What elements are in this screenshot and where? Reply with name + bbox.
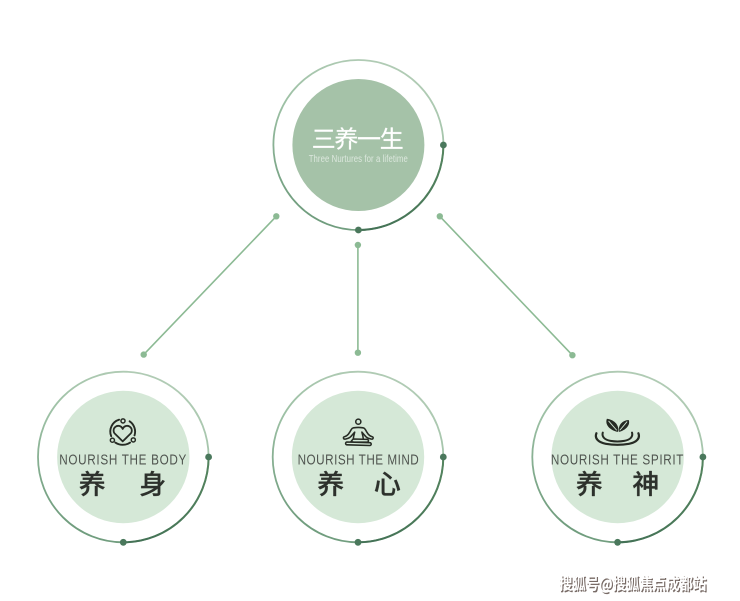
svg-text:NOURISH THE SPIRIT: NOURISH THE SPIRIT	[551, 451, 684, 467]
svg-text:NOURISH THE MIND: NOURISH THE MIND	[298, 451, 420, 467]
svg-text:NOURISH THE BODY: NOURISH THE BODY	[59, 451, 187, 467]
svg-text:Three Nurtures for a lifetime: Three Nurtures for a lifetime	[309, 153, 408, 164]
